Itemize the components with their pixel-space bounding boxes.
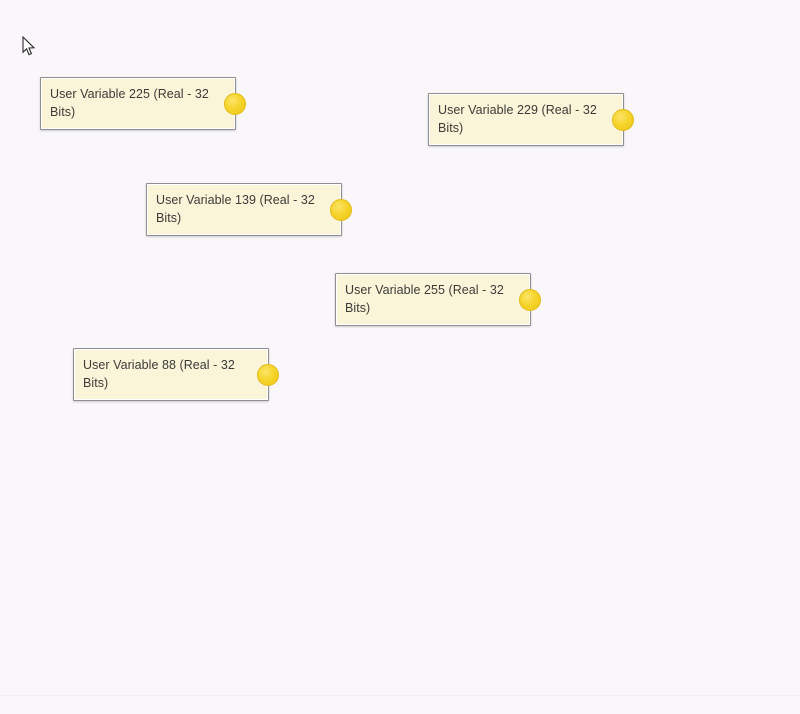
node-label: User Variable 229 (Real - 32 Bits) xyxy=(438,103,597,135)
canvas-bottom-divider xyxy=(0,695,800,696)
mouse-cursor-arrow-icon xyxy=(22,35,36,57)
node-user-variable-225[interactable]: User Variable 225 (Real - 32 Bits) xyxy=(40,77,246,130)
node-user-variable-255[interactable]: User Variable 255 (Real - 32 Bits) xyxy=(335,273,541,326)
node-user-variable-229[interactable]: User Variable 229 (Real - 32 Bits) xyxy=(428,93,634,146)
node-user-variable-139[interactable]: User Variable 139 (Real - 32 Bits) xyxy=(146,183,352,236)
output-pin-icon[interactable] xyxy=(224,92,246,115)
node-label: User Variable 88 (Real - 32 Bits) xyxy=(83,358,235,390)
output-pin-icon[interactable] xyxy=(330,198,352,221)
node-label: User Variable 255 (Real - 32 Bits) xyxy=(345,283,504,315)
node-label: User Variable 139 (Real - 32 Bits) xyxy=(156,193,315,225)
node-label: User Variable 225 (Real - 32 Bits) xyxy=(50,87,209,119)
node-user-variable-88[interactable]: User Variable 88 (Real - 32 Bits) xyxy=(73,348,279,401)
output-pin-icon[interactable] xyxy=(257,363,279,386)
output-pin-icon[interactable] xyxy=(519,288,541,311)
output-pin-icon[interactable] xyxy=(612,108,634,131)
